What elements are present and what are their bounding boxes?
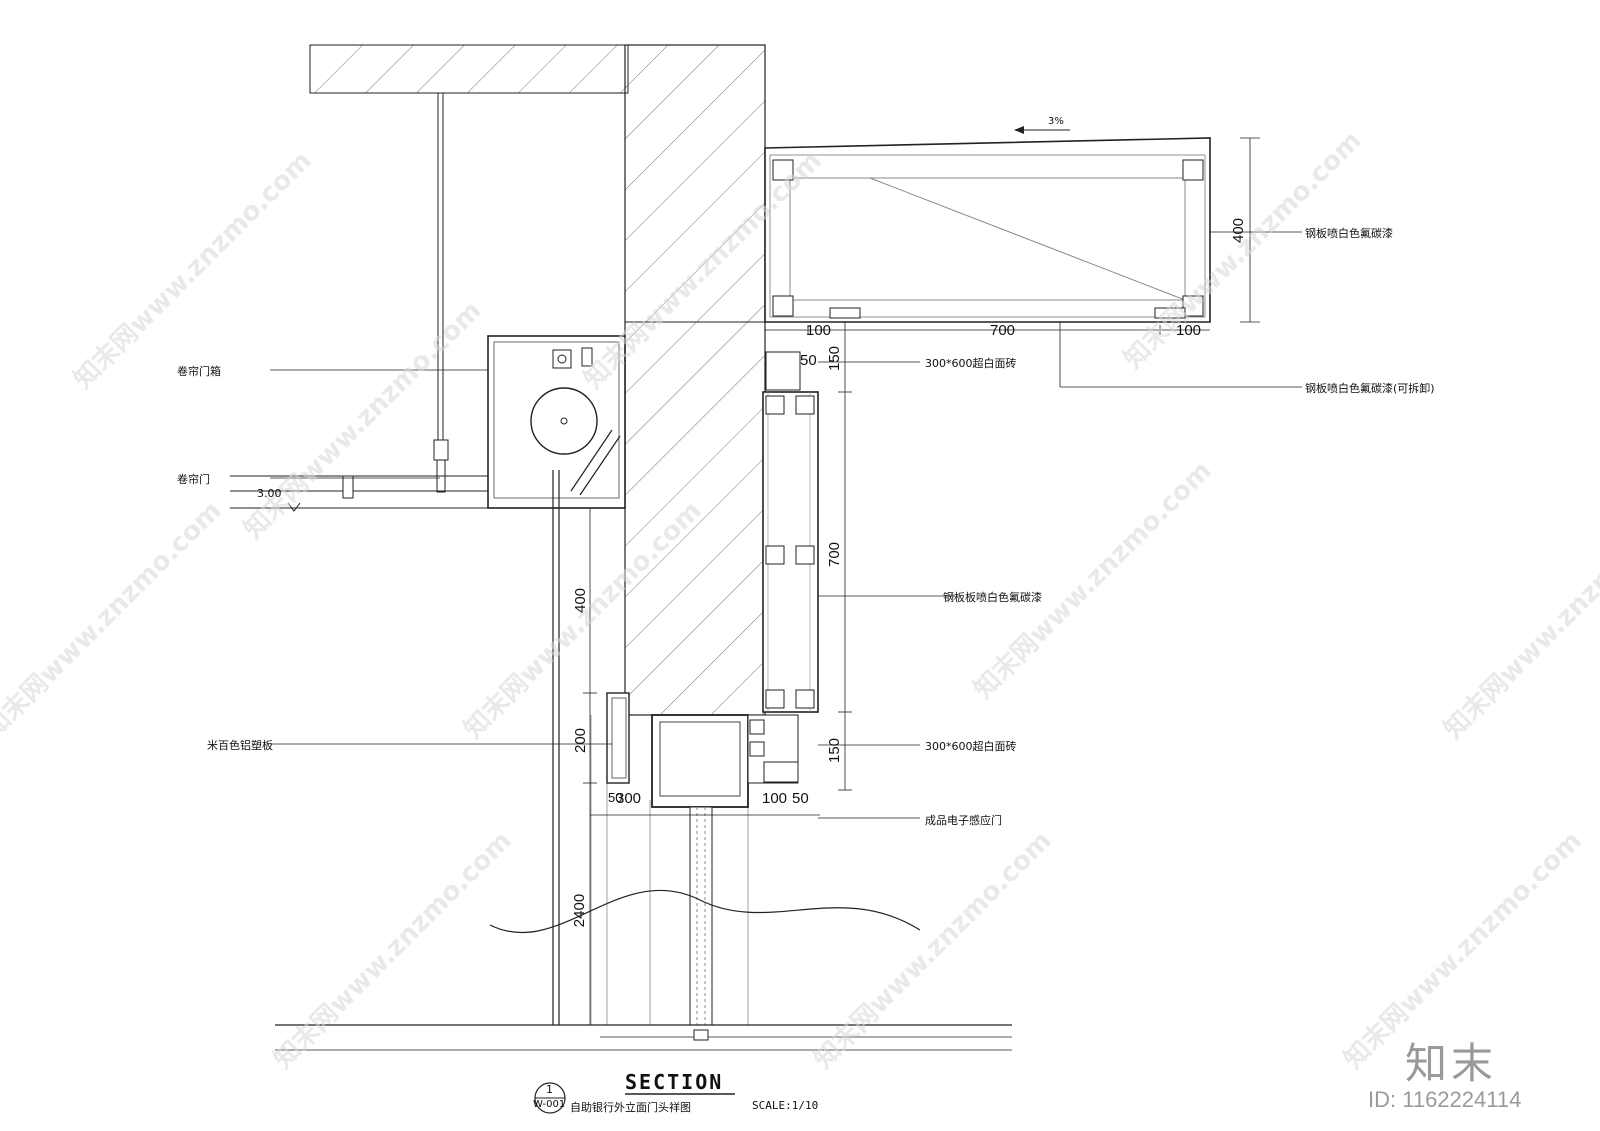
dimension-lines <box>270 137 1302 1025</box>
sensor-door-glass <box>689 806 713 1026</box>
title-tag-sheet: W-001 <box>533 1099 566 1110</box>
dim-canopy-height: 400 <box>1230 217 1248 244</box>
elevation-label: 3.00 <box>257 487 282 500</box>
slope-arrow <box>1014 126 1070 134</box>
drawing-scale: SCALE:1/10 <box>752 1099 819 1112</box>
dim-upper-50: 50 <box>800 352 817 369</box>
roller-box-label: 卷帘门箱 <box>177 365 221 378</box>
dim-left-2400: 2400 <box>571 893 589 928</box>
aluminum-panel-label: 米百色铝塑板 <box>207 739 273 752</box>
roller-shutter-box <box>487 335 626 509</box>
dim-canopy-mid: 700 <box>990 322 1016 339</box>
dim-lower-150: 150 <box>826 737 844 764</box>
brand-id: ID: 1162224114 <box>1368 1087 1522 1112</box>
dim-canopy-left: 100 <box>806 322 832 339</box>
steel-top-label: 钢板喷白色氟碳漆 <box>1305 227 1393 240</box>
hanger-rod <box>433 93 449 493</box>
dim-canopy-right: 100 <box>1176 322 1202 339</box>
canopy <box>764 137 1211 323</box>
dim-left-200: 200 <box>572 727 590 754</box>
shutter-track <box>552 470 749 1025</box>
steel-mid-label: 钢板板喷白色氟碳漆 <box>943 591 1042 604</box>
concrete-column <box>624 44 766 716</box>
tile-lower-label: 300*600超白面砖 <box>925 740 1017 753</box>
dim-fascia-700: 700 <box>826 541 844 568</box>
dim-bottom-50b: 50 <box>792 790 809 807</box>
door-header-box <box>606 692 799 808</box>
break-line <box>489 889 921 934</box>
fascia-panel <box>762 351 819 713</box>
drawing-title: SECTION <box>625 1070 724 1094</box>
roller-door-label: 卷帘门 <box>177 473 210 486</box>
steel-bottom-label: 钢板喷白色氟碳漆(可拆卸) <box>1305 382 1435 395</box>
dim-bottom-50a: 50 <box>608 790 623 805</box>
brand-logo: 知末 <box>1405 1039 1498 1088</box>
dim-bottom-300: 300 <box>616 790 642 807</box>
title-tag-number: 1 <box>546 1083 553 1096</box>
dim-bottom-100: 100 <box>762 790 788 807</box>
tile-upper-label: 300*600超白面砖 <box>925 357 1017 370</box>
sensor-door-label: 成品电子感应门 <box>925 814 1002 827</box>
dim-left-400: 400 <box>572 587 590 614</box>
title-tag <box>534 1082 735 1114</box>
dim-upper-150: 150 <box>826 345 844 372</box>
floor <box>275 1024 1012 1051</box>
concrete-slab <box>309 44 629 94</box>
drawing-subtitle: 自助银行外立面门头祥图 <box>570 1101 691 1114</box>
slope-label: 3% <box>1048 116 1064 127</box>
